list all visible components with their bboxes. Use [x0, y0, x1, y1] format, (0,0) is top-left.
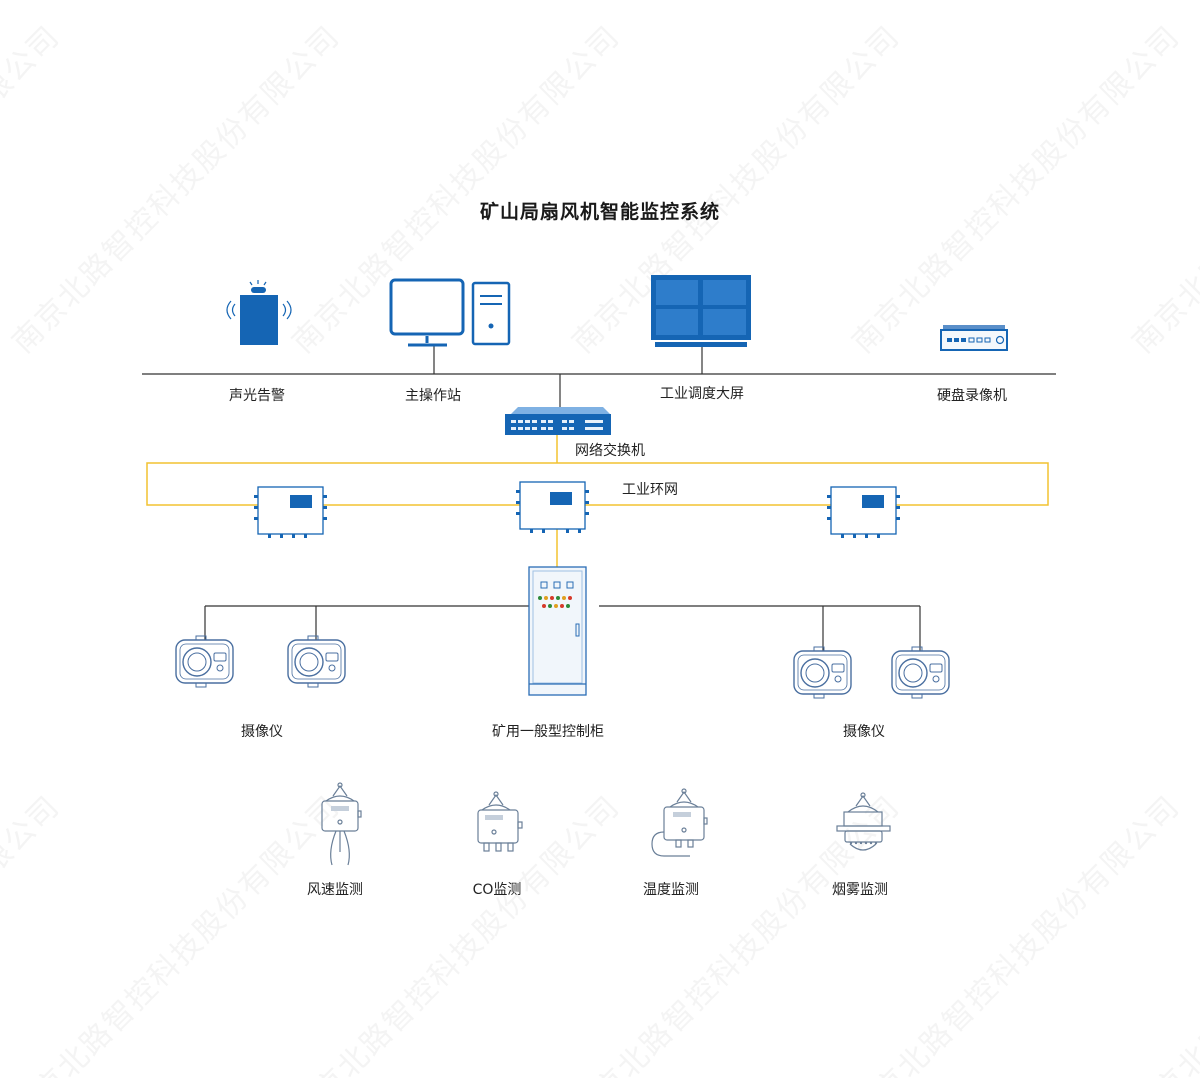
diagram-title: 矿山局扇风机智能监控系统 [479, 201, 720, 223]
temperature-sensor-icon [651, 788, 708, 857]
wind-speed-label: 风速监测 [307, 882, 363, 898]
connection-lines [142, 346, 1056, 651]
industrial-ring [146, 462, 1049, 506]
junction-box-left [254, 486, 327, 538]
alarm-label: 声光告警 [229, 388, 285, 404]
camera-left-2 [287, 635, 346, 688]
camera-right-2 [891, 646, 950, 699]
junction-box-center [516, 481, 589, 533]
co-label: CO监测 [472, 882, 522, 898]
wind-speed-sensor-icon [321, 782, 362, 866]
industrial-ring-label: 工业环网 [622, 482, 678, 498]
nvr-label: 硬盘录像机 [937, 388, 1007, 404]
alarm-icon [226, 280, 292, 345]
display-wall-icon [651, 275, 751, 347]
workstation-label: 主操作站 [405, 388, 461, 404]
control-cabinet-icon [528, 566, 587, 696]
network-switch-label: 网络交换机 [575, 443, 645, 459]
junction-box-right [827, 486, 900, 538]
camera-left-1 [175, 635, 234, 688]
camera-left-label: 摄像仪 [241, 724, 283, 740]
smoke-label: 烟雾监测 [832, 882, 888, 898]
workstation-icon [389, 278, 511, 347]
camera-right-label: 摄像仪 [843, 724, 885, 740]
control-cabinet-label: 矿用一般型控制柜 [492, 724, 604, 740]
temperature-label: 温度监测 [643, 882, 699, 898]
display-wall-label: 工业调度大屏 [660, 386, 744, 402]
co-sensor-icon [477, 791, 523, 852]
network-switch-icon [505, 407, 611, 435]
camera-right-1 [793, 646, 852, 699]
nvr-icon [940, 325, 1008, 351]
smoke-sensor-icon [836, 792, 891, 851]
